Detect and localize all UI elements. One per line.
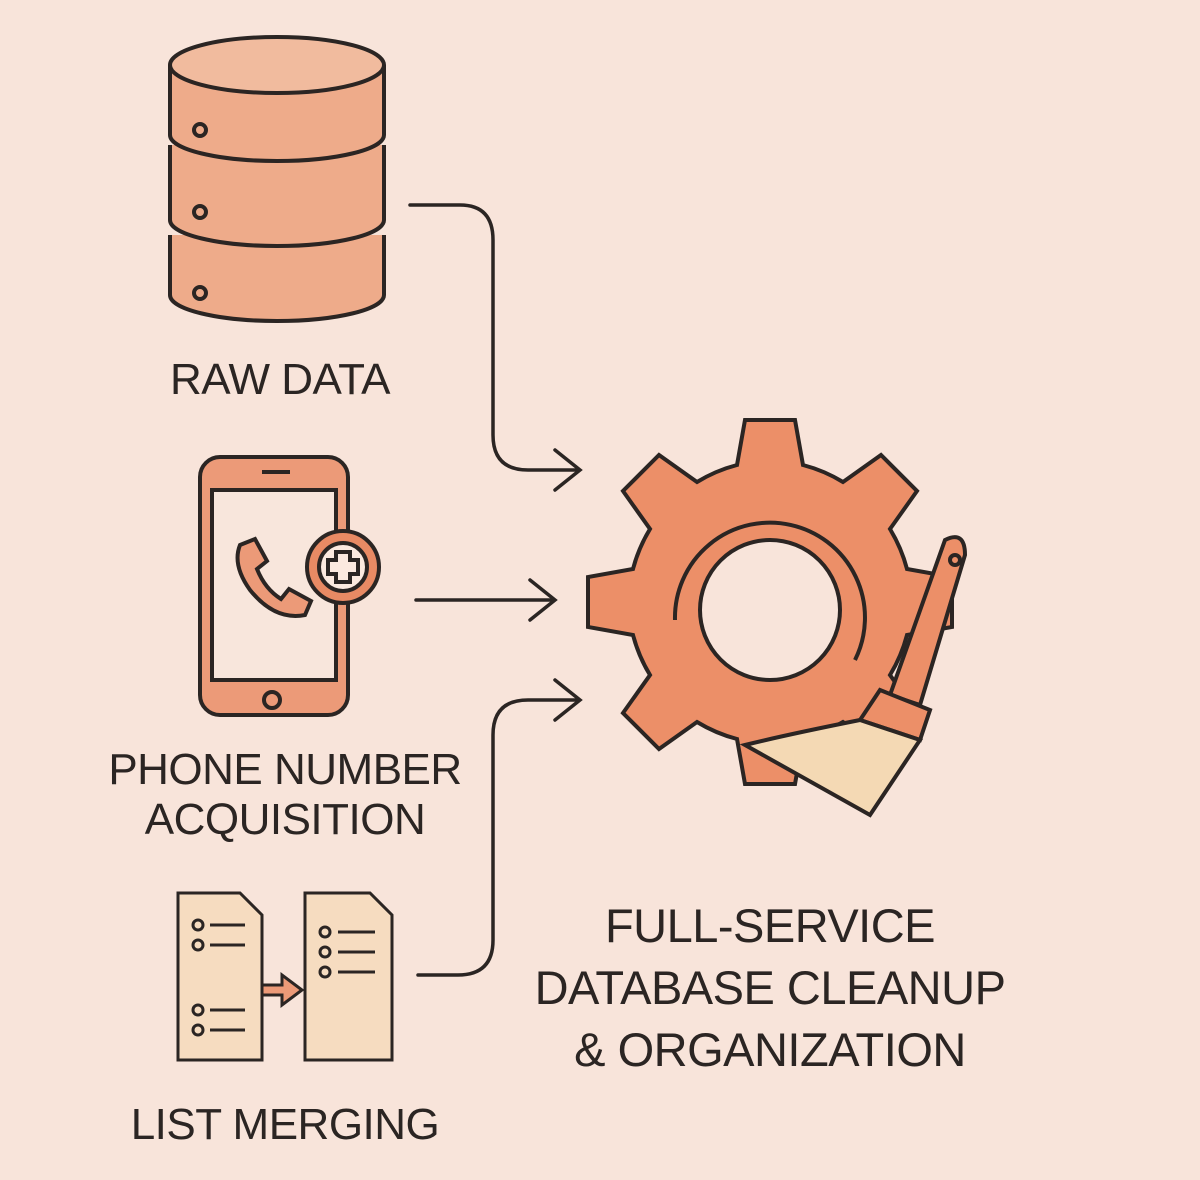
label-line: RAW DATA <box>169 355 391 404</box>
label-line: FULL-SERVICE <box>604 899 936 952</box>
raw-data-label: RAW DATA <box>120 355 440 405</box>
phone-acquisition-label: PHONE NUMBER ACQUISITION <box>90 745 480 845</box>
label-line: & ORGANIZATION <box>574 1023 966 1076</box>
gear-brush-icon <box>586 418 968 818</box>
label-line: PHONE NUMBER <box>108 745 462 794</box>
merge-lists-icon <box>176 891 394 1062</box>
label-line: DATABASE CLEANUP <box>534 961 1006 1014</box>
output-label: FULL-SERVICE DATABASE CLEANUP & ORGANIZA… <box>500 895 1040 1081</box>
database-icon <box>168 35 386 323</box>
label-line: LIST MERGING <box>130 1100 440 1149</box>
arrow-list-merging <box>416 698 580 977</box>
list-merging-label: LIST MERGING <box>90 1100 480 1150</box>
phone-plus-icon <box>198 455 381 717</box>
label-line: ACQUISITION <box>144 795 426 844</box>
flow-arrows <box>408 203 583 977</box>
arrow-raw-data <box>408 203 580 472</box>
